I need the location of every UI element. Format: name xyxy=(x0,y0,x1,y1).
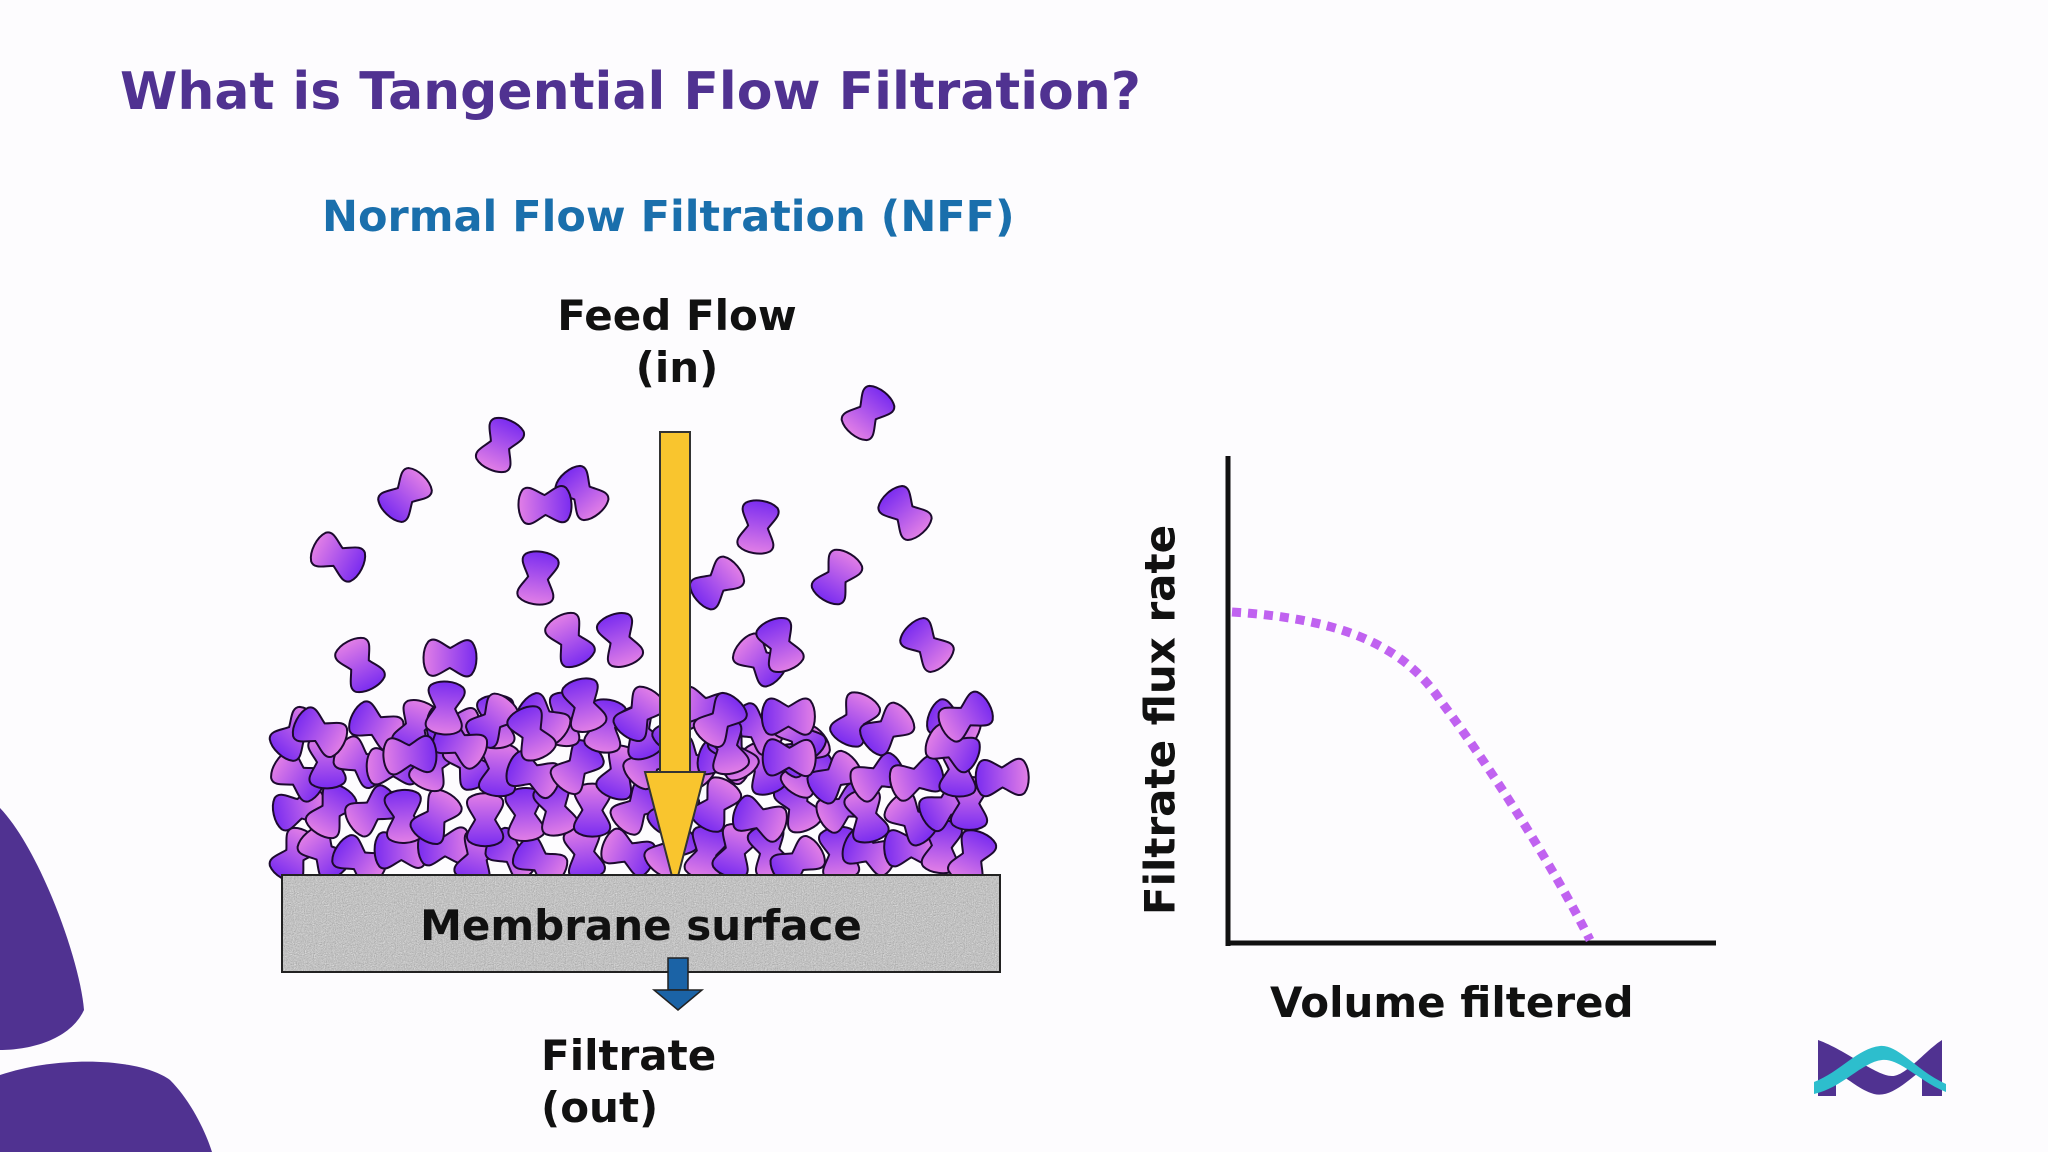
protein-particle-icon xyxy=(894,612,960,678)
protein-particle-icon xyxy=(872,480,938,546)
protein-particle-icon xyxy=(471,412,529,478)
feed-flow-label: Feed Flow (in) xyxy=(527,290,827,394)
flux-decline-curve xyxy=(1231,607,1595,943)
slide-title: What is Tangential Flow Filtration? xyxy=(120,62,1141,122)
protein-particle-icon xyxy=(372,462,438,528)
protein-particle-icon xyxy=(684,551,750,615)
protein-particle-icon xyxy=(734,496,782,558)
filtrate-label: Filtrate (out) xyxy=(541,1030,716,1134)
membrane-surface-label: Membrane surface xyxy=(420,901,862,950)
particle-cluster xyxy=(264,379,1031,893)
protein-particle-icon xyxy=(974,757,1031,798)
brand-decor-shape xyxy=(0,808,84,1050)
protein-particle-icon xyxy=(330,632,390,698)
brand-decor-shape xyxy=(0,1061,212,1152)
protein-particle-icon xyxy=(540,607,600,673)
filtrate-out-arrow xyxy=(651,957,705,1011)
merck-m-logo xyxy=(1814,1040,1946,1096)
membrane-surface xyxy=(281,874,1001,973)
protein-particle-icon xyxy=(516,484,574,526)
protein-particle-icon xyxy=(806,543,868,611)
flux-graph xyxy=(1225,456,1716,946)
protein-particle-icon xyxy=(465,792,505,848)
filtrate-label-line1: Filtrate xyxy=(541,1031,717,1080)
protein-particle-icon xyxy=(593,608,647,672)
protein-particle-icon xyxy=(422,638,478,678)
feed-flow-label-line2: (in) xyxy=(635,343,719,392)
graph-y-axis-label: Filtrate flux rate xyxy=(1135,524,1185,916)
feed-flow-label-line1: Feed Flow xyxy=(557,291,797,340)
diagram-subtitle: Normal Flow Filtration (NFF) xyxy=(322,192,1015,242)
protein-particle-icon xyxy=(305,527,371,587)
protein-particle-icon xyxy=(514,547,562,609)
protein-particle-icon xyxy=(836,379,900,447)
graph-x-axis-label: Volume filtered xyxy=(1270,978,1634,1027)
filtrate-label-line2: (out) xyxy=(541,1083,659,1132)
feed-flow-arrow xyxy=(643,431,707,892)
